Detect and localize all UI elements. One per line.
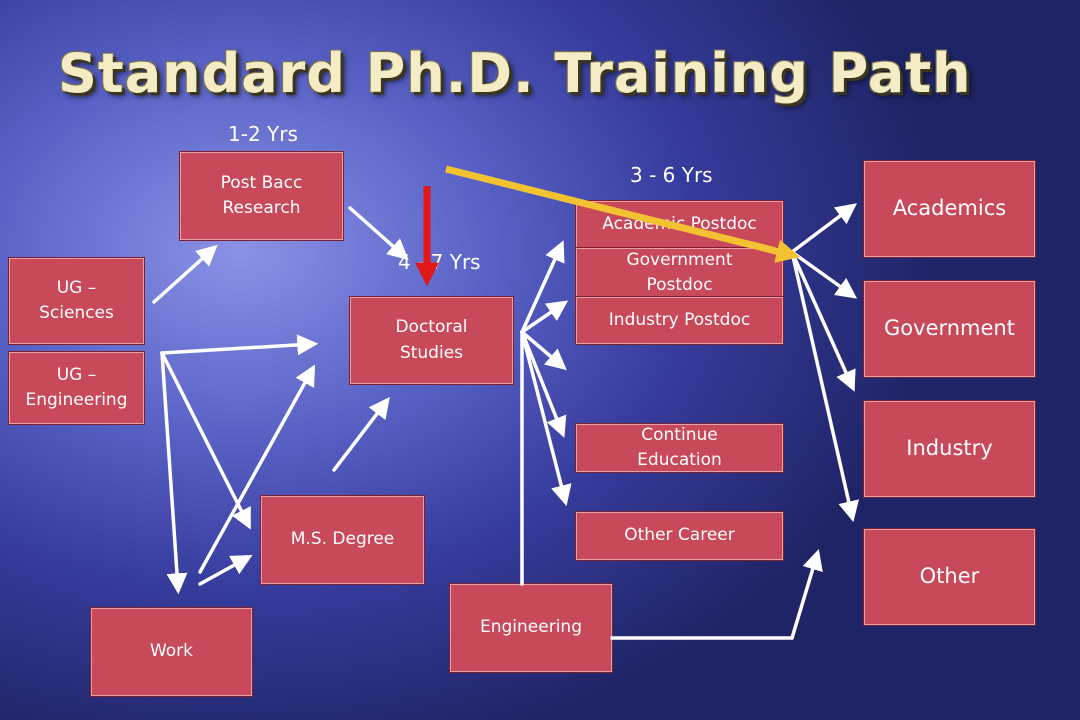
- node-government: Government: [864, 281, 1035, 377]
- arrow-postbacc-to-doctoral: [348, 206, 409, 261]
- arrow-postdoc-to-academics: [790, 203, 858, 254]
- arrow-ug-to-work: [160, 351, 188, 595]
- highlight-arrow-yellow: [445, 165, 801, 263]
- arrow-work-to-ms: [198, 554, 253, 586]
- duration-postdoc: 3 - 6 Yrs: [630, 163, 713, 187]
- arrow-doctoral-to-industry-postdoc: [520, 330, 567, 371]
- duration-post-bacc: 1-2 Yrs: [228, 122, 298, 146]
- node-industry-postdoc: Industry Postdoc: [576, 297, 783, 344]
- arrow-doctoral-to-government-postdoc: [520, 300, 569, 334]
- node-industry: Industry: [864, 401, 1035, 497]
- node-other-career: Other Career: [576, 512, 783, 560]
- arrow-postdoc-to-industry: [790, 250, 856, 392]
- node-post-bacc: Post Bacc Research: [180, 152, 343, 240]
- arrow-ug-to-ms: [160, 351, 251, 530]
- duration-doctoral: 4 - 7 Yrs: [398, 250, 481, 274]
- node-engineering: Engineering: [450, 584, 612, 672]
- node-ug-engineering: UG – Engineering: [9, 352, 144, 424]
- node-ms-degree: M.S. Degree: [261, 496, 424, 584]
- arrow-work-to-doctoral: [198, 364, 316, 574]
- node-continue-education: Continue Education: [576, 424, 783, 472]
- node-academics: Academics: [864, 161, 1035, 257]
- arrow-ug-to-doctoral: [160, 334, 319, 356]
- node-government-postdoc: Government Postdoc: [576, 248, 783, 297]
- node-work: Work: [91, 608, 252, 696]
- arrow-engineering-to-other: [610, 548, 823, 640]
- arrow-doctoral-to-continue-education: [520, 330, 567, 438]
- arrow-doctoral-to-other-career: [520, 330, 572, 507]
- arrow-ms-to-doctoral: [332, 396, 390, 472]
- node-other: Other: [864, 529, 1035, 625]
- arrow-postdoc-to-other: [790, 250, 859, 523]
- arrow-ug-to-postbacc: [152, 244, 218, 304]
- arrow-doctoral-to-academic-postdoc: [520, 240, 565, 334]
- arrow-postdoc-to-government: [790, 250, 858, 299]
- node-doctoral: Doctoral Studies: [350, 297, 513, 384]
- page-title: Standard Ph.D. Training Path: [58, 42, 972, 105]
- node-ug-sciences: UG – Sciences: [9, 258, 144, 344]
